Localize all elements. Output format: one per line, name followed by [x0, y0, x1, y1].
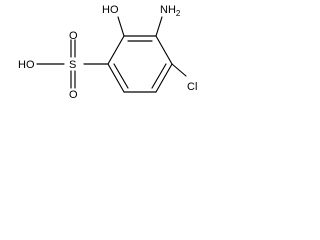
benzene-ring — [107, 35, 173, 93]
ring-bond-6 — [107, 35, 125, 65]
sulfonyl-oxygen-top-label: O — [69, 30, 78, 42]
amino-nh-label: NH — [160, 4, 176, 16]
ring-hydroxyl-label: HO — [102, 4, 119, 16]
sulfur-label: S — [69, 59, 76, 71]
bond-c-nh2 — [155, 16, 163, 37]
molecule-diagram: HO NH2 Cl HO S O O — [18, 4, 197, 101]
sulfonyl-oxygen-bottom-label: O — [69, 89, 78, 101]
ring-bond-3 — [155, 63, 173, 93]
amino-subscript-label: 2 — [176, 9, 181, 18]
chlorine-label: Cl — [187, 81, 197, 93]
bond-c-oh — [117, 16, 125, 37]
sulfonic-hydroxyl-label: HO — [18, 59, 35, 71]
bond-c-cl — [171, 63, 187, 77]
ring-double-bond-left — [113, 63, 129, 89]
ring-bond-2 — [155, 35, 173, 65]
ring-double-bond-right — [151, 63, 167, 89]
structure-canvas: HO NH2 Cl HO S O O — [0, 0, 228, 125]
amino-group-label: NH2 — [160, 4, 181, 18]
ring-bond-5 — [107, 63, 125, 93]
